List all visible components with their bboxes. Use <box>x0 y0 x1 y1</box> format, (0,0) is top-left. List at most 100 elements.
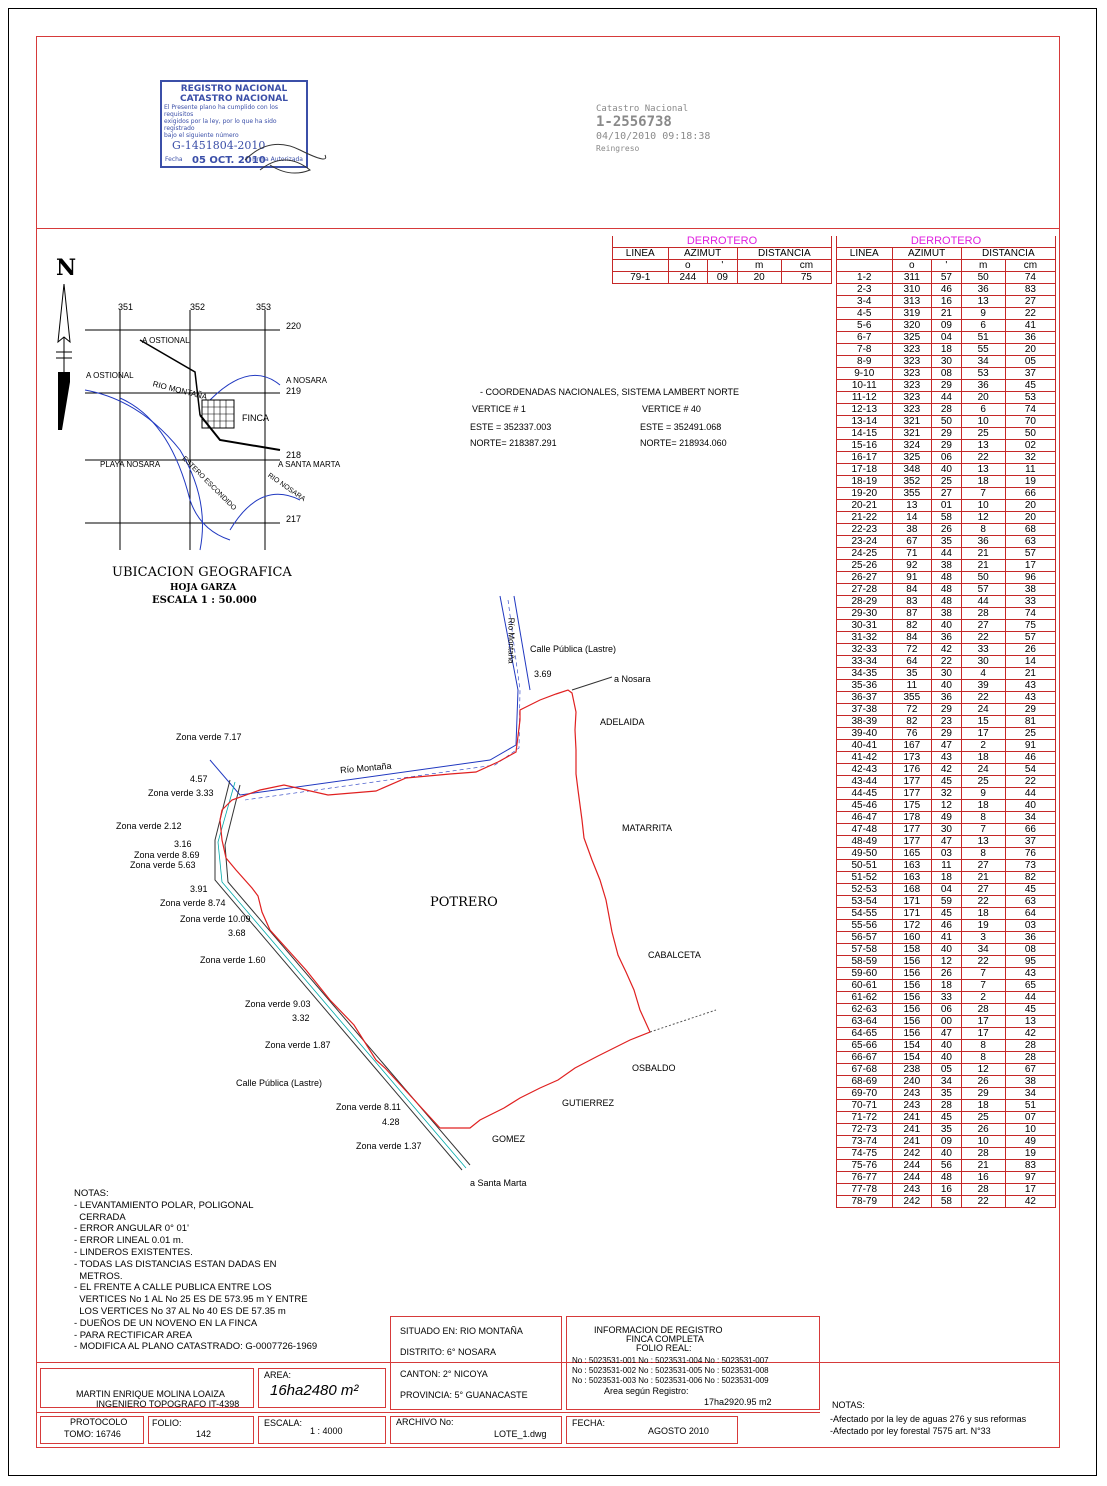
signature-icon <box>244 143 327 174</box>
street-a-santa-marta: a Santa Marta <box>470 1178 527 1188</box>
stamp-line5: bajo el siguiente número <box>164 132 239 139</box>
table-cell: 28 <box>1004 1039 1057 1052</box>
zona-verde-12: Zona verde 1.37 <box>356 1141 422 1151</box>
nota-forestal: -Afectado por ley forestal 7575 art. N°3… <box>830 1426 991 1436</box>
note-item: - PARA RECTIFICAR AREA <box>74 1329 193 1341</box>
note-item: - LEVANTAMIENTO POLAR, POLIGONAL <box>74 1199 254 1211</box>
grid-y-4: 217 <box>286 514 302 524</box>
stamp-firma-label: Firma Autorizada <box>252 156 303 163</box>
map-label-finca: FINCA <box>242 413 269 423</box>
area-label: AREA: <box>264 1370 292 1380</box>
registro-area: 17ha2920.95 m2 <box>704 1397 772 1407</box>
catastro-title: Catastro Nacional <box>596 104 689 114</box>
dim-5: 3.68 <box>228 928 246 938</box>
surveyor-box <box>40 1368 254 1408</box>
neighbor-adelaida: ADELAIDA <box>600 717 645 727</box>
parcel-label-potrero: POTRERO <box>430 895 498 910</box>
registry-stamp: REGISTRO NACIONAL CATASTRO NACIONAL El P… <box>160 80 308 168</box>
grid-x-1: 351 <box>118 302 134 312</box>
protocolo-box <box>40 1416 144 1444</box>
stamp-date: 05 OCT. 2010 <box>192 155 266 166</box>
dim-1: 3.69 <box>534 669 552 679</box>
stamp-number: G-1451804-2010 <box>172 139 266 152</box>
coords-v40-este: ESTE = 352491.068 <box>640 422 722 432</box>
note-item: METROS. <box>74 1270 123 1282</box>
coords-header: - COORDENADAS NACIONALES, SISTEMA LAMBER… <box>480 387 740 397</box>
location-map <box>84 310 301 551</box>
table-cell: 42-43 <box>836 763 893 776</box>
folio-value: 142 <box>196 1429 212 1439</box>
grid-y-3: 218 <box>286 450 302 460</box>
zona-verde-3: Zona verde 2.12 <box>116 821 182 831</box>
street-calle-publica-left: Calle Pública (Lastre) <box>236 1078 323 1088</box>
zona-verde-5: Zona verde 5.63 <box>130 860 196 870</box>
zona-verde-2: Zona verde 3.33 <box>148 788 214 798</box>
map-label-nosara: A NOSARA <box>286 376 327 385</box>
grid-y-1: 220 <box>286 321 302 331</box>
note-item: LOS VERTICES No 37 AL No 40 ES DE 57.35 … <box>74 1305 286 1317</box>
unit-deg: o <box>891 259 933 272</box>
table-cell: 42 <box>1004 1195 1057 1208</box>
map-label-ostional-2: A OSTIONAL <box>86 371 134 380</box>
notas-right-label: NOTAS: <box>832 1400 865 1410</box>
protocolo-label: PROTOCOLO <box>70 1417 128 1427</box>
dim-3: 3.16 <box>174 839 192 849</box>
note-item: - MODIFICA AL PLANO CATASTRADO: G-000772… <box>74 1341 318 1353</box>
registro-folio: FOLIO REAL: <box>636 1343 692 1353</box>
escala-value: 1 : 4000 <box>310 1426 343 1436</box>
note-item: - LINDEROS EXISTENTES. <box>74 1246 193 1258</box>
neighbor-gomez: GOMEZ <box>492 1134 525 1144</box>
map-title: UBICACION GEOGRAFICA <box>112 565 292 580</box>
header-divider <box>36 228 1060 229</box>
note-item: - ERROR ANGULAR 0° 01' <box>74 1223 189 1235</box>
dim-6: 3.32 <box>292 1013 310 1023</box>
dim-7: 4.28 <box>382 1117 400 1127</box>
table-cell: 244 <box>667 271 709 284</box>
registro-row-2: No : 5023531-002 No : 5023531-005 No : 5… <box>572 1366 769 1375</box>
zona-verde-11: Zona verde 8.11 <box>336 1102 401 1112</box>
table-cell: 30-31 <box>836 619 893 632</box>
catastro-datetime: 04/10/2010 09:18:38 <box>596 131 711 142</box>
street-a-nosara: a Nosara <box>614 674 651 684</box>
map-label-ostional-1: A OSTIONAL <box>142 336 190 345</box>
map-label-santa-marta: A SANTA MARTA <box>278 460 341 469</box>
note-item: - DUEÑOS DE UN NOVENO EN LA FINCA <box>74 1317 258 1329</box>
surveyor-name: MARTIN ENRIQUE MOLINA LOAIZA <box>76 1389 225 1399</box>
notas-block: NOTAS: - LEVANTAMIENTO POLAR, POLIGONAL … <box>74 1188 317 1353</box>
zona-verde-6: Zona verde 8.74 <box>160 898 226 908</box>
grid-x-2: 352 <box>190 302 206 312</box>
fecha-value: AGOSTO 2010 <box>648 1426 709 1436</box>
archivo-label: ARCHIVO No: <box>396 1417 454 1427</box>
zona-verde-4: Zona verde 8.69 <box>134 850 200 860</box>
canton: CANTON: 2° NICOYA <box>400 1369 488 1379</box>
catastro-status: Reingreso <box>596 144 640 153</box>
registro-area-label: Area según Registro: <box>604 1386 689 1396</box>
coords-v40-norte: NORTE= 218934.060 <box>640 438 727 448</box>
fecha-label: FECHA: <box>572 1418 606 1428</box>
provincia: PROVINCIA: 5° GUANACASTE <box>400 1390 528 1400</box>
